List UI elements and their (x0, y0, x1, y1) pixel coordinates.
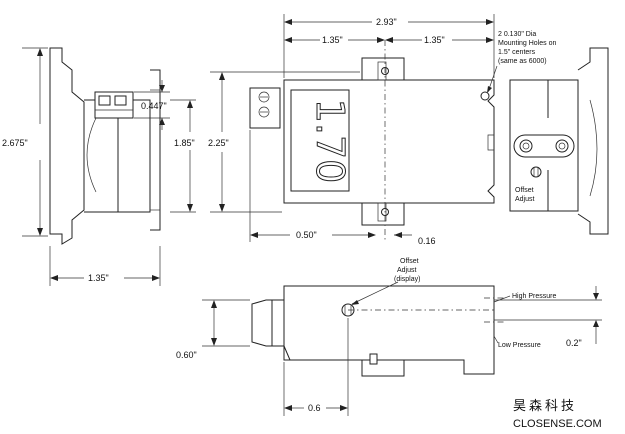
bottom-view (251, 285, 602, 377)
svg-text:2 0.130" Dia: 2 0.130" Dia (498, 31, 536, 38)
right-side-view: Offset Adjust (509, 47, 609, 235)
svg-text:Adjust: Adjust (397, 267, 417, 274)
dimension-135-left: 1.35" (49, 246, 161, 286)
svg-text:Offset: Offset (400, 258, 419, 265)
dim-2675-label: 2.675" (2, 138, 28, 148)
left-side-view (49, 47, 161, 245)
high-pressure-label: High Pressure (512, 293, 556, 300)
dimension-225: 2.25" (208, 71, 360, 213)
svg-text:1.5" centers: 1.5" centers (498, 49, 536, 56)
display-digits: 1.70 (308, 98, 353, 184)
low-pressure-label: Low Pressure (498, 342, 541, 349)
dim-06-label: 0.6 (308, 403, 321, 413)
mounting-hole-note: 2 0.130" Dia Mounting Holes on 1.5" cent… (487, 31, 556, 93)
watermark: 昊森科技 CLOSENSE.COM (513, 399, 602, 430)
dimension-060: 0.60" (176, 299, 250, 360)
watermark-chinese: 昊森科技 (513, 399, 577, 414)
dim-050-label: 0.50" (296, 230, 317, 240)
dimension-293: 2.93" (283, 14, 495, 78)
front-view: 1.70 (249, 40, 495, 240)
dim-293-label: 2.93" (376, 17, 397, 27)
dim-135-a-label: 1.35" (322, 35, 343, 45)
dimension-0447: 0.447" (134, 80, 170, 130)
dim-185-label: 1.85" (174, 138, 195, 148)
svg-text:Mounting Holes on: Mounting Holes on (498, 40, 556, 47)
dimension-050-016: 0.50" 0.16 (249, 130, 436, 246)
svg-text:(same as 6000): (same as 6000) (498, 58, 547, 65)
dim-060-label: 0.60" (176, 350, 197, 360)
dimension-135-split: 1.35" 1.35" (284, 35, 494, 45)
dim-016-label: 0.16 (418, 236, 436, 246)
dimension-185: 1.85" (170, 99, 196, 213)
dim-135-b-label: 1.35" (424, 35, 445, 45)
dim-135-bottom-label: 1.35" (88, 273, 109, 283)
dimension-02: 0.2" (566, 286, 599, 348)
svg-text:(display): (display) (394, 276, 420, 283)
watermark-english: CLOSENSE.COM (513, 418, 602, 430)
offset-adjust-label-1: Offset (515, 187, 534, 194)
dim-0447-label: 0.447" (141, 101, 167, 111)
dimension-06-bottom: 0.6 (283, 318, 349, 416)
dim-225-label: 2.25" (208, 138, 229, 148)
dim-02-label: 0.2" (566, 338, 582, 348)
dimension-2675: 2.675" (2, 47, 48, 237)
offset-adjust-label-2: Adjust (515, 196, 535, 203)
bottom-view-notes: Offset Adjust (display) High Pressure Lo… (351, 258, 556, 349)
svg-text:1.70: 1.70 (308, 99, 352, 184)
